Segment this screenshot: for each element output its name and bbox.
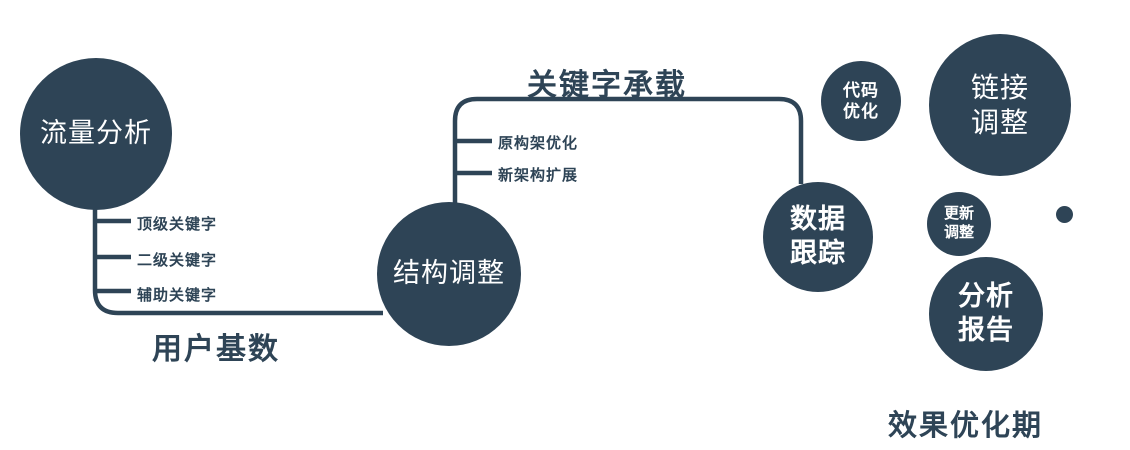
node-update-adjust-line2: 调整 [943, 224, 974, 241]
node-code-optimize-line1: 代码 [843, 80, 879, 100]
node-analysis-report-line1: 分析 [958, 281, 1014, 312]
node-link-adjust-line2: 调整 [970, 107, 1029, 138]
branch-label-aux-keyword: 辅助关键字 [137, 287, 218, 304]
branch-label-second-keyword: 二级关键字 [137, 252, 218, 269]
node-update-adjust: 更新 调整 [927, 192, 991, 256]
edge-label-user-base: 用户基数 [152, 333, 280, 366]
edge-structure-to-tracking [452, 96, 804, 203]
node-traffic-analysis-label: 流量分析 [40, 118, 152, 149]
node-structure-adjust: 结构调整 [377, 202, 521, 346]
node-link-adjust: 链接 调整 [929, 34, 1071, 176]
node-analysis-report: 分析 报告 [929, 257, 1043, 371]
node-traffic-analysis: 流量分析 [20, 58, 172, 210]
node-link-adjust-line1: 链接 [970, 72, 1029, 103]
branch-label-arch-expand: 新架构扩展 [498, 167, 579, 184]
node-analysis-report-line2: 报告 [958, 315, 1014, 345]
node-small-dot [1056, 206, 1073, 223]
branch-label-arch-optimize: 原构架优化 [498, 135, 579, 152]
node-data-tracking: 数据 跟踪 [763, 182, 873, 292]
node-structure-adjust-label: 结构调整 [393, 258, 505, 289]
branch-label-top-keyword: 顶级关键字 [137, 216, 218, 233]
footer-label-effect-phase: 效果优化期 [888, 410, 1044, 442]
node-update-adjust-line1: 更新 [943, 205, 974, 223]
node-data-tracking-line1: 数据 [790, 204, 846, 235]
edge-label-keyword-carry: 关键字承载 [527, 69, 687, 102]
node-code-optimize: 代码 优化 [821, 61, 901, 141]
node-data-tracking-line2: 跟踪 [790, 238, 846, 268]
node-code-optimize-line2: 优化 [843, 102, 879, 121]
